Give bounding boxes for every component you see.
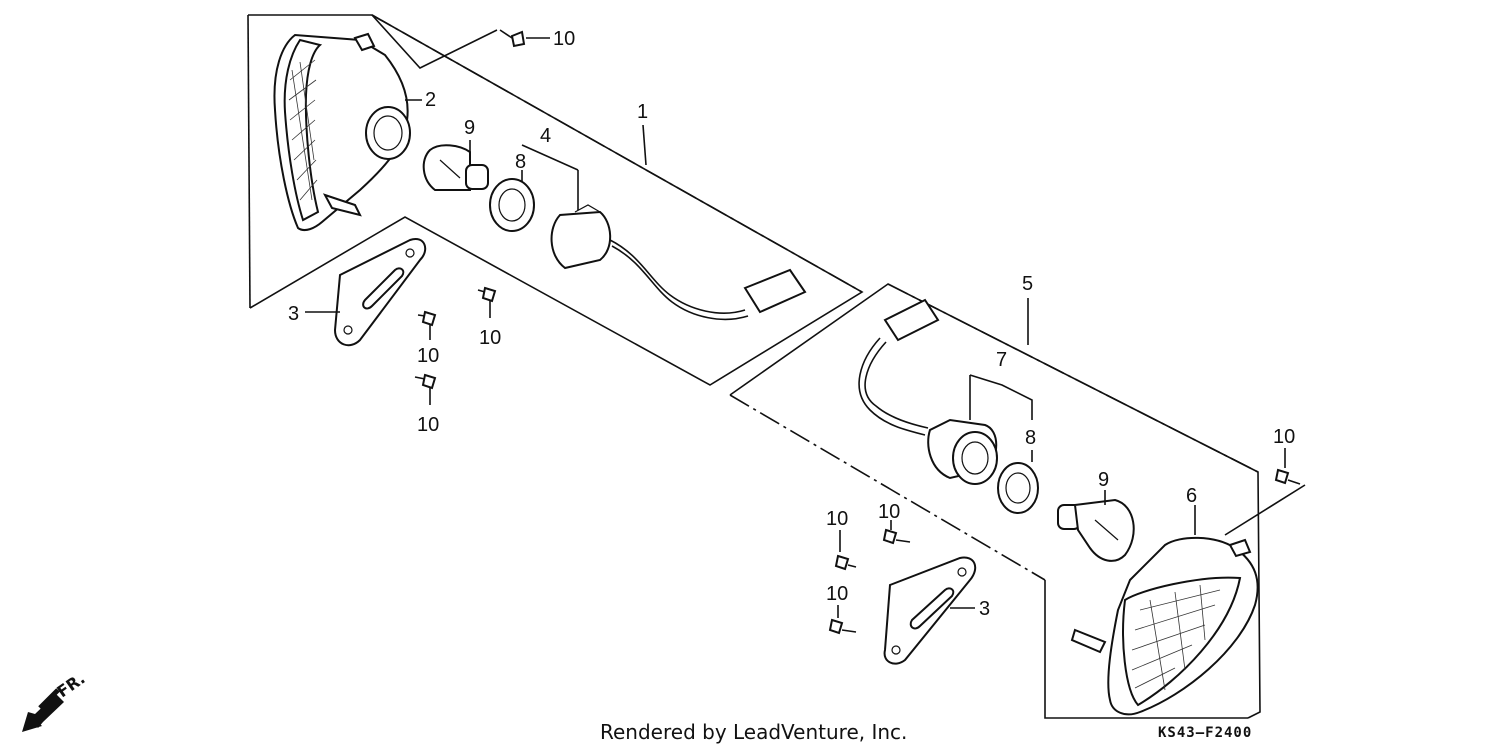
diagram-code: KS43—F2400 xyxy=(1158,725,1252,741)
left-socket-harness xyxy=(521,144,807,321)
callout-10-b: 10 xyxy=(479,327,501,349)
callout-2: 2 xyxy=(425,89,436,111)
callout-8-left: 8 xyxy=(515,151,526,173)
callout-10-f: 10 xyxy=(826,583,848,605)
callout-10-g: 10 xyxy=(1273,426,1295,448)
callout-10-c: 10 xyxy=(417,414,439,436)
left-bulb xyxy=(422,140,489,191)
right-bulb xyxy=(1057,490,1135,562)
screw-icon xyxy=(834,530,857,571)
callout-1: 1 xyxy=(637,101,648,123)
left-assembly-outline xyxy=(247,14,864,386)
callout-4: 4 xyxy=(540,125,551,147)
screw-icon xyxy=(1274,448,1301,485)
right-turn-signal-housing xyxy=(1070,505,1259,716)
screw-icon xyxy=(499,29,550,48)
callout-5: 5 xyxy=(1022,273,1033,295)
callout-3-left: 3 xyxy=(288,303,299,325)
left-screws xyxy=(414,29,550,405)
right-socket-harness xyxy=(858,298,1033,485)
screw-icon xyxy=(417,310,437,340)
left-seal-ring xyxy=(489,170,535,232)
callout-9-left: 9 xyxy=(464,117,475,139)
callout-9-right: 9 xyxy=(1098,469,1109,491)
left-mounting-bracket xyxy=(305,238,427,347)
callout-labels: 1 2 3 4 5 6 7 8 8 9 9 3 10 10 10 10 10 1… xyxy=(288,28,1295,620)
front-label: FR. xyxy=(53,669,88,702)
callout-7: 7 xyxy=(996,349,1007,371)
screw-icon xyxy=(414,373,437,405)
screw-icon xyxy=(477,286,497,318)
left-turn-signal-housing xyxy=(273,32,422,232)
right-seal-ring xyxy=(997,450,1039,514)
callout-8-right: 8 xyxy=(1025,427,1036,449)
callout-6: 6 xyxy=(1186,485,1197,507)
right-assembly-outline xyxy=(729,283,1306,719)
callout-10-a: 10 xyxy=(417,345,439,367)
arrow-icon xyxy=(22,688,64,732)
front-direction-indicator: FR. xyxy=(22,669,89,732)
callout-3-right: 3 xyxy=(979,598,990,620)
right-mounting-bracket xyxy=(883,556,977,665)
screw-icon xyxy=(882,520,911,545)
callout-10-d: 10 xyxy=(826,508,848,530)
callout-10-e: 10 xyxy=(878,501,900,523)
right-screws xyxy=(828,448,1301,635)
screw-icon xyxy=(828,605,857,635)
footer-credit: Rendered by LeadVenture, Inc. xyxy=(600,720,907,744)
callout-10-top: 10 xyxy=(553,28,575,50)
